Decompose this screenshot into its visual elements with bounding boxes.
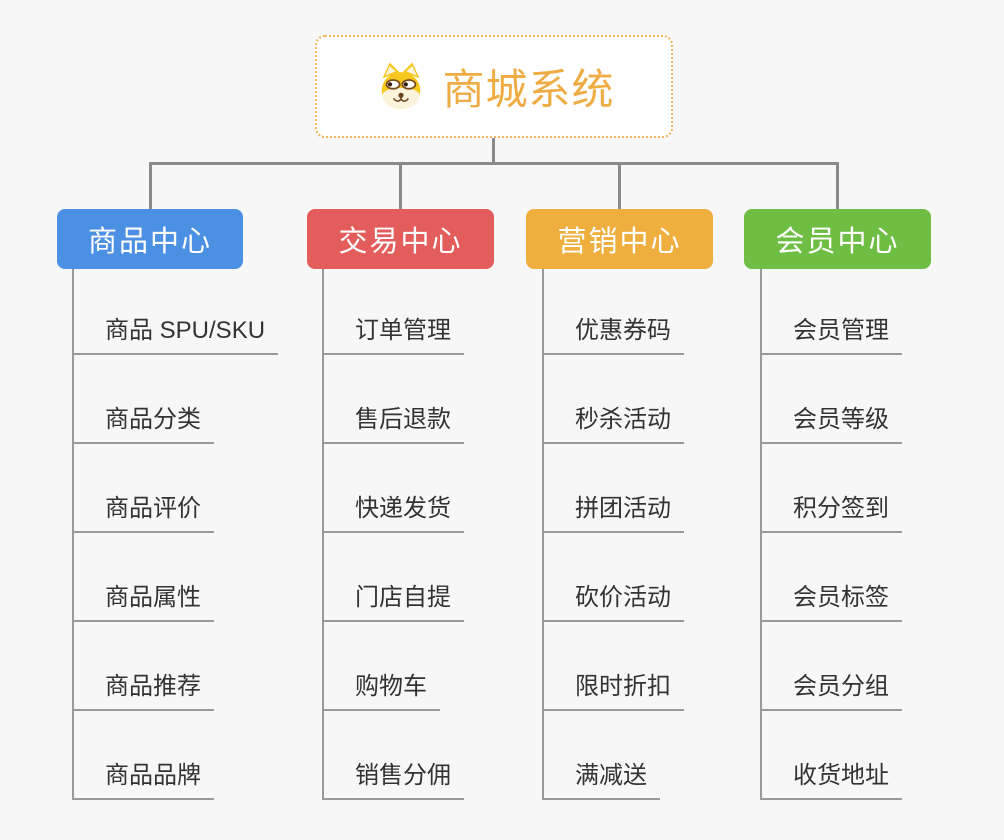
child-topic[interactable]: 商品属性 xyxy=(74,533,278,622)
root-title: 商城系统 xyxy=(442,66,615,113)
child-topic-label: 商品分类 xyxy=(74,406,214,444)
child-topic-label: 商品属性 xyxy=(74,584,214,622)
child-topic-label: 秒杀活动 xyxy=(544,406,684,444)
branch-label: 会员中心 xyxy=(775,226,900,258)
branch-label: 交易中心 xyxy=(338,226,463,258)
child-topic-label: 会员等级 xyxy=(762,406,902,444)
child-topic-label: 商品推荐 xyxy=(74,673,214,711)
child-topic[interactable]: 销售分佣 xyxy=(324,711,464,800)
branch-label: 营销中心 xyxy=(557,226,682,258)
child-topic-label: 积分签到 xyxy=(762,495,902,533)
child-topic-label: 门店自提 xyxy=(324,584,464,622)
child-topic-label: 商品评价 xyxy=(74,495,214,533)
child-topic[interactable]: 订单管理 xyxy=(324,269,464,355)
shiba-dog-face-icon xyxy=(382,62,421,109)
child-topic-label: 销售分佣 xyxy=(324,762,464,800)
child-topic-label: 优惠券码 xyxy=(544,317,684,355)
child-topic[interactable]: 拼团活动 xyxy=(544,444,684,533)
root-node[interactable]: 商城系统 xyxy=(315,35,673,138)
child-topic[interactable]: 砍价活动 xyxy=(544,533,684,622)
branch-node-member-center[interactable]: 会员中心 xyxy=(744,209,931,269)
child-topic-label: 快递发货 xyxy=(324,495,464,533)
child-topic-label: 砍价活动 xyxy=(544,584,684,622)
child-topic-label: 收货地址 xyxy=(762,762,902,800)
connector-drop xyxy=(149,162,152,209)
connector-drop xyxy=(618,162,621,209)
branch-children-marketing-center: 优惠券码 秒杀活动 拼团活动 砍价活动 限时折扣 满减送 xyxy=(542,269,684,800)
child-topic-label: 商品 SPU/SKU xyxy=(74,317,279,355)
child-topic[interactable]: 商品评价 xyxy=(74,444,278,533)
connector-drop xyxy=(399,162,402,209)
child-topic[interactable]: 门店自提 xyxy=(324,533,464,622)
child-topic-label: 会员分组 xyxy=(762,673,902,711)
child-topic[interactable]: 优惠券码 xyxy=(544,269,684,355)
child-topic-label: 订单管理 xyxy=(324,317,464,355)
branch-node-product-center[interactable]: 商品中心 xyxy=(57,209,243,269)
child-topic[interactable]: 商品分类 xyxy=(74,355,278,444)
child-topic[interactable]: 秒杀活动 xyxy=(544,355,684,444)
child-topic-label: 满减送 xyxy=(544,762,660,800)
child-topic[interactable]: 购物车 xyxy=(324,622,464,711)
branch-children-member-center: 会员管理 会员等级 积分签到 会员标签 会员分组 收货地址 xyxy=(760,269,902,800)
child-topic-label: 会员标签 xyxy=(762,584,902,622)
child-topic[interactable]: 商品推荐 xyxy=(74,622,278,711)
child-topic-label: 商品品牌 xyxy=(74,762,214,800)
child-topic-label: 限时折扣 xyxy=(544,673,684,711)
child-topic-label: 售后退款 xyxy=(324,406,464,444)
child-topic[interactable]: 售后退款 xyxy=(324,355,464,444)
child-topic[interactable]: 会员标签 xyxy=(762,533,902,622)
child-topic-label: 会员管理 xyxy=(762,317,902,355)
child-topic[interactable]: 会员等级 xyxy=(762,355,902,444)
child-topic[interactable]: 商品品牌 xyxy=(74,711,278,800)
child-topic[interactable]: 商品 SPU/SKU xyxy=(74,269,279,355)
child-topic[interactable]: 快递发货 xyxy=(324,444,464,533)
child-topic[interactable]: 满减送 xyxy=(544,711,684,800)
branch-children-product-center: 商品 SPU/SKU 商品分类 商品评价 商品属性 商品推荐 商品品牌 xyxy=(72,269,279,800)
child-topic[interactable]: 会员分组 xyxy=(762,622,902,711)
child-topic[interactable]: 限时折扣 xyxy=(544,622,684,711)
child-topic-label: 购物车 xyxy=(324,673,440,711)
branch-children-trade-center: 订单管理 售后退款 快递发货 门店自提 购物车 销售分佣 xyxy=(322,269,464,800)
branch-node-trade-center[interactable]: 交易中心 xyxy=(307,209,494,269)
child-topic[interactable]: 收货地址 xyxy=(762,711,902,800)
child-topic[interactable]: 会员管理 xyxy=(762,269,902,355)
branch-node-marketing-center[interactable]: 营销中心 xyxy=(526,209,713,269)
branch-label: 商品中心 xyxy=(87,226,212,258)
child-topic[interactable]: 积分签到 xyxy=(762,444,902,533)
connector-rail xyxy=(149,162,839,165)
connector-root-stub xyxy=(492,138,495,165)
connector-drop xyxy=(836,162,839,209)
child-topic-label: 拼团活动 xyxy=(544,495,684,533)
